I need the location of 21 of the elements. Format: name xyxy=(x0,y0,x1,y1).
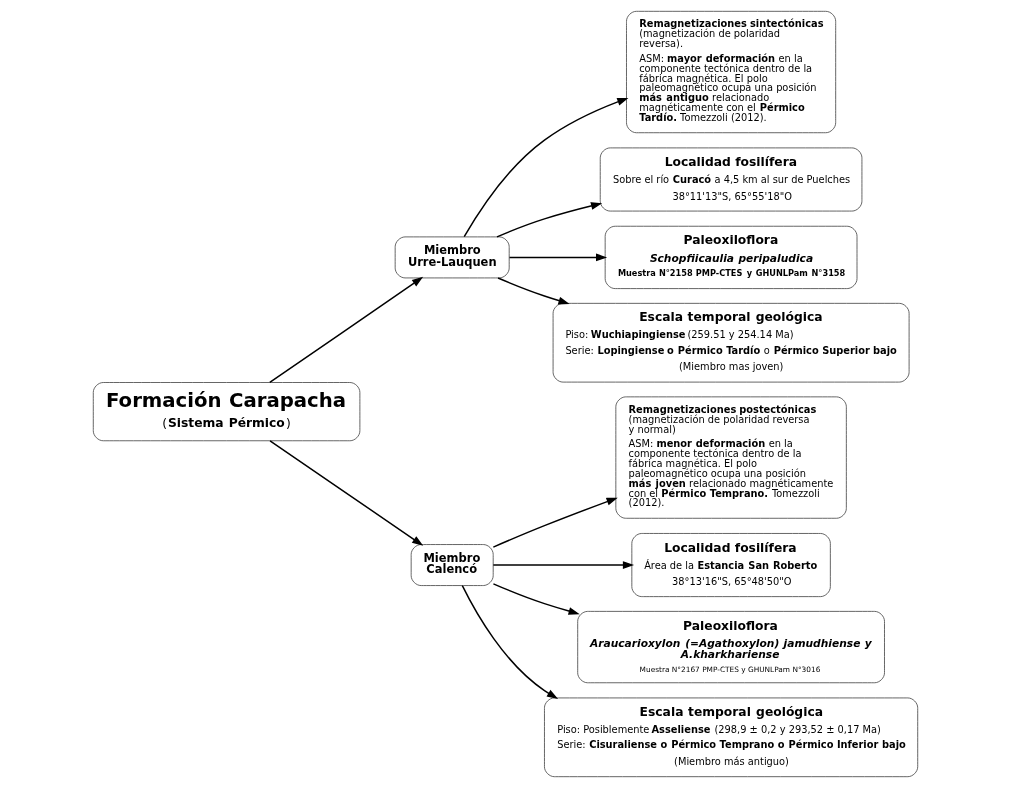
arrow xyxy=(496,277,570,305)
arrow xyxy=(508,253,607,262)
arrow xyxy=(492,561,634,569)
node-box: Escala temporal geológica Piso: Posiblemente Asseliense (298,9 ± 0,2 y 293,52 ± 0,17 Ma) Serie: Cisuraliense o Pérmico Temprano o Pérmico Inferior bajo (Miembro más antiguo) xyxy=(543,697,918,778)
node-box: Remagnetizaciones postectónicas (magnetización de polaridad reversa y normal) ASM: menor deformación en la componente tectónica dentro de la fábrica magnética. El polo paleomagnético ocupa una posición más joven relacionado magnéticamente con el Pérmico Temprano. Tomezzoli (2012). xyxy=(614,396,847,519)
node-box: Localidad fosilífera Área de la Estancia San Roberto 38°13'16"S, 65°48'50"O xyxy=(630,533,831,598)
arrow xyxy=(461,584,558,699)
arrow xyxy=(268,276,423,384)
arrow xyxy=(268,440,423,546)
node-box: Escala temporal geológica Piso: Wuchiapingiense (259.51 y 254.14 Ma) Serie: Lopingiense o Pérmico Tardío o Pérmico Superior bajo (Miembro mas joven) xyxy=(552,302,909,383)
node-box: Remagnetizaciones sintectónicas (magnetización de polaridad reversa). ASM: mayor deformación en la componente tectónica dentro de la fábrica magnética. El polo paleomagnético ocupa una posición más antiguo relacionado magnéticamente con el Pérmico Tardío. Tomezzoli (2012). xyxy=(625,10,836,134)
node-box: Miembro Urre-Lauquen xyxy=(394,236,510,279)
node-box: Localidad fosilífera Sobre el río Curacó a 4,5 km al sur de Puelches 38°11'13"S, 65°55'18"O xyxy=(599,147,862,212)
arrow xyxy=(495,202,602,238)
arrow xyxy=(492,497,618,548)
node-box: Paleoxiloflora Araucarioxylon (=Agathoxylon) jamudhiense y A.kharkhariense Muestra N°2167 PMP-CTES y GHUNLPam N°3016 xyxy=(576,611,885,684)
node-box: Formación Carapacha (Sistema Pérmico) xyxy=(92,382,360,442)
node-box: Paleoxiloflora Schopfiicaulia peripaludica Muestra N°2158 PMP-CTES y GHUNLPam N°3158 xyxy=(604,225,857,289)
arrow xyxy=(463,97,628,238)
node-box: Miembro Calencó xyxy=(410,544,494,586)
arrow xyxy=(492,583,580,615)
